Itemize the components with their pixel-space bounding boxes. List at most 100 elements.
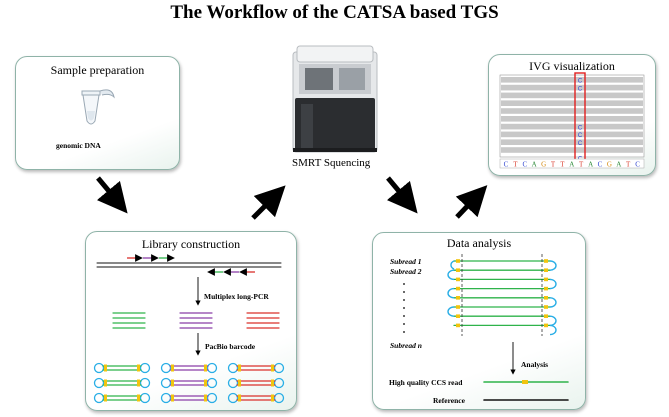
adapter-loop bbox=[447, 287, 455, 299]
subread-barcode bbox=[456, 314, 460, 318]
subread-barcode bbox=[544, 296, 548, 300]
subread-barcode bbox=[544, 323, 548, 328]
ivg-variant-base: C bbox=[578, 125, 583, 131]
ivg-variant-base: C bbox=[578, 79, 583, 85]
pacbio-barcode-label: PacBio barcode bbox=[205, 342, 256, 351]
ivg-sequence-base: C bbox=[504, 161, 509, 169]
hairpin-adapter bbox=[139, 377, 151, 389]
ivg-variant-base: C bbox=[578, 86, 583, 92]
barcode-mark bbox=[238, 364, 241, 372]
subread-barcode bbox=[456, 277, 460, 282]
adapter-loop bbox=[549, 260, 557, 271]
subread-n-label: Subread n bbox=[390, 341, 422, 350]
hairpin-adapter bbox=[206, 392, 218, 404]
reference-label: Reference bbox=[433, 396, 465, 405]
hairpin-adapter bbox=[227, 377, 239, 389]
ivg-read-track bbox=[501, 108, 643, 114]
subread-barcode bbox=[544, 314, 548, 318]
subread-barcode bbox=[456, 286, 460, 291]
ivg-sequence-base: T bbox=[560, 161, 565, 169]
genomic-dna-label: genomic DNA bbox=[56, 141, 101, 150]
hairpin-adapter bbox=[160, 377, 172, 389]
barcode-mark bbox=[238, 394, 241, 402]
ivg-read-track bbox=[501, 123, 643, 130]
hairpin-adapter bbox=[227, 392, 239, 404]
hairpin-adapter bbox=[93, 377, 105, 389]
barcode-mark bbox=[104, 379, 107, 387]
ivg-sequence-base: A bbox=[532, 161, 537, 169]
hairpin-adapter bbox=[139, 392, 151, 404]
ccs-variant-mark bbox=[522, 380, 528, 384]
ivg-variant-base: C bbox=[578, 133, 583, 139]
ivg-sequence-base: T bbox=[551, 161, 556, 169]
subread-barcode bbox=[544, 277, 548, 282]
ellipsis-dot bbox=[403, 315, 405, 317]
arrow-to-analysis bbox=[386, 176, 418, 214]
ivg-read-track bbox=[501, 131, 643, 138]
barcode-mark bbox=[271, 379, 274, 387]
arrow-to-ivg bbox=[455, 185, 488, 219]
ivg-sequence-base: T bbox=[513, 161, 518, 169]
hairpin-adapter bbox=[273, 377, 285, 389]
sample-preparation-title: Sample preparation bbox=[50, 63, 145, 77]
ivg-visualization-title: IVG visualization bbox=[529, 59, 615, 73]
subread-barcode bbox=[456, 259, 460, 263]
ivg-sequence-base: G bbox=[541, 161, 546, 169]
subread-barcode bbox=[544, 268, 548, 272]
ivg-read-track bbox=[501, 116, 643, 122]
ivg-read-track bbox=[501, 92, 643, 99]
data-analysis-title: Data analysis bbox=[446, 236, 512, 250]
ivg-sequence-base: A bbox=[588, 161, 593, 169]
ivg-read-track bbox=[501, 84, 643, 91]
sample-preparation-box: Sample preparation genomic DNA bbox=[15, 56, 180, 170]
hairpin-adapter bbox=[206, 362, 218, 374]
adapter-loop bbox=[450, 260, 455, 270]
subread-barcode bbox=[456, 305, 460, 309]
adapter-loop bbox=[549, 315, 557, 327]
barcode-mark bbox=[171, 379, 174, 387]
hairpin-adapter bbox=[206, 377, 218, 389]
ellipsis-dot bbox=[403, 323, 405, 325]
adapter-loop bbox=[549, 297, 557, 308]
subread-barcode bbox=[544, 286, 548, 291]
ellipsis-dot bbox=[403, 299, 405, 301]
barcode-mark bbox=[271, 364, 274, 372]
adapter-loop bbox=[549, 278, 557, 290]
barcode-mark bbox=[137, 379, 140, 387]
barcode-mark bbox=[171, 364, 174, 372]
ivg-sequence-base: A bbox=[616, 161, 621, 169]
ivg-sequence-base: G bbox=[607, 161, 612, 169]
ivg-variant-base: C bbox=[578, 141, 583, 147]
hairpin-adapter bbox=[93, 362, 105, 374]
ellipsis-dot bbox=[403, 331, 405, 333]
ellipsis-dot bbox=[403, 307, 405, 309]
barcode-mark bbox=[171, 394, 174, 402]
subread-barcode bbox=[456, 268, 460, 272]
barcode-mark bbox=[137, 364, 140, 372]
pacbio-sequencer-image bbox=[292, 45, 378, 153]
ivg-sequence-base: C bbox=[598, 161, 603, 169]
ivg-read-track bbox=[501, 77, 643, 83]
ivg-sequence-base: C bbox=[635, 161, 640, 169]
subread-2-label: Subread 2 bbox=[390, 267, 422, 276]
analysis-step-label: Analysis bbox=[521, 360, 549, 369]
barcode-mark bbox=[204, 379, 207, 387]
arrow-to-library bbox=[96, 176, 128, 214]
tube-icon bbox=[81, 89, 115, 125]
multiplex-pcr-label: Multiplex long-PCR bbox=[204, 292, 269, 301]
smrt-sequencing-label: SMRT Squencing bbox=[292, 157, 371, 169]
hairpin-adapter bbox=[160, 362, 172, 374]
barcode-mark bbox=[271, 394, 274, 402]
barcode-mark bbox=[137, 394, 140, 402]
adapter-loop bbox=[447, 306, 455, 317]
ivg-sequence-bar bbox=[499, 158, 645, 169]
barcode-mark bbox=[204, 364, 207, 372]
ccs-read-label: High quality CCS read bbox=[389, 378, 463, 387]
ivg-read-track bbox=[501, 100, 643, 106]
ivg-sequence-base: T bbox=[626, 161, 631, 169]
subread-1-label: Subread 1 bbox=[390, 257, 422, 266]
hairpin-adapter bbox=[160, 392, 172, 404]
arrow-to-sequencing bbox=[251, 185, 286, 220]
hairpin-adapter bbox=[93, 392, 105, 404]
adapter-loop bbox=[447, 269, 455, 281]
